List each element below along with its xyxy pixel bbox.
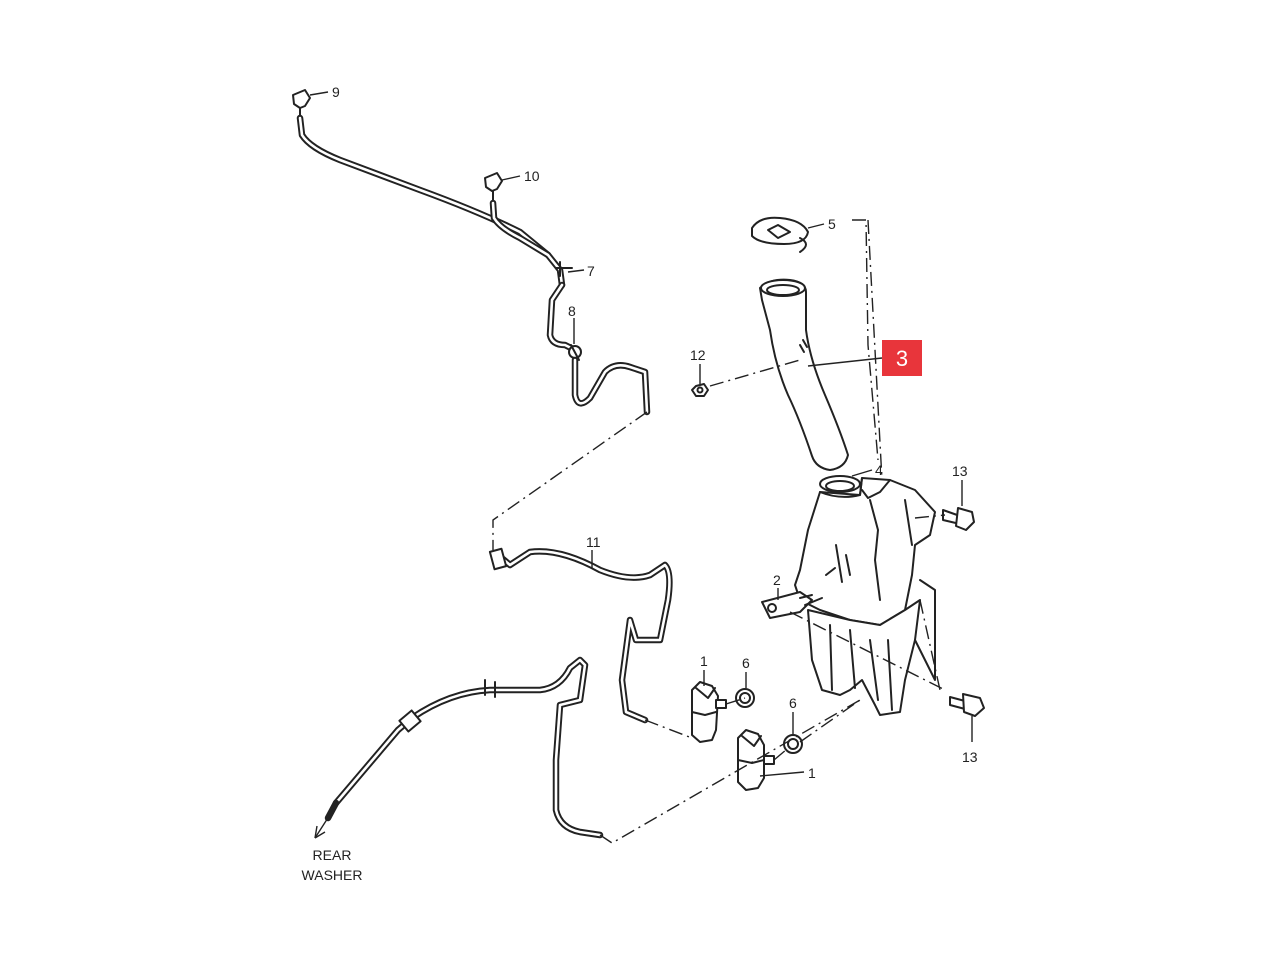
callout-7: 7 [587,263,595,279]
callout-5: 5 [828,216,836,232]
highlight-callout-3[interactable]: 3 [882,340,922,376]
callout-2: 2 [773,572,781,588]
callout-1-lower: 1 [808,765,816,781]
callout-13-upper: 13 [952,463,968,479]
washer-pump-1-lower[interactable] [737,729,775,791]
hose-upper [296,114,579,354]
hose-middle [571,356,651,416]
nut-12[interactable] [691,383,709,397]
filler-cap-5[interactable] [751,216,809,253]
nozzle-9[interactable] [292,89,311,119]
bolt-13-lower[interactable] [949,693,985,717]
callout-6-upper: 6 [742,655,750,671]
pump-grommet-6-lower[interactable] [783,734,803,754]
callout-1-upper: 1 [700,653,708,669]
hose-11[interactable] [488,547,673,724]
callout-10: 10 [524,168,540,184]
filler-neck-3[interactable] [759,278,849,471]
callout-13-lower: 13 [962,749,978,765]
rear-washer-arrow [314,809,334,839]
rear-washer-label-line2: WASHER [302,867,363,883]
reservoir-tank-2[interactable] [761,477,936,716]
callout-12: 12 [690,347,706,363]
callout-3: 3 [896,346,908,371]
leader-lines [309,91,973,777]
joint-7[interactable] [555,261,573,277]
assembly-lines [492,219,946,844]
joint-8[interactable] [568,344,582,361]
callout-labels: 9 10 7 8 12 5 4 13 13 2 11 1 6 6 1 [332,84,978,781]
callout-8: 8 [568,303,576,319]
washer-pump-1-upper[interactable] [691,681,727,743]
rear-washer-note: REAR WASHER [302,847,363,883]
callout-6-lower: 6 [789,695,797,711]
rear-washer-label-line1: REAR [313,847,352,863]
callout-4: 4 [875,462,883,478]
nozzle-10[interactable] [484,172,503,204]
callout-9: 9 [332,84,340,100]
bolt-13-upper[interactable] [942,507,975,531]
grommet-4[interactable] [819,475,861,493]
callout-11: 11 [586,534,601,550]
hose-rear-washer [324,656,604,839]
